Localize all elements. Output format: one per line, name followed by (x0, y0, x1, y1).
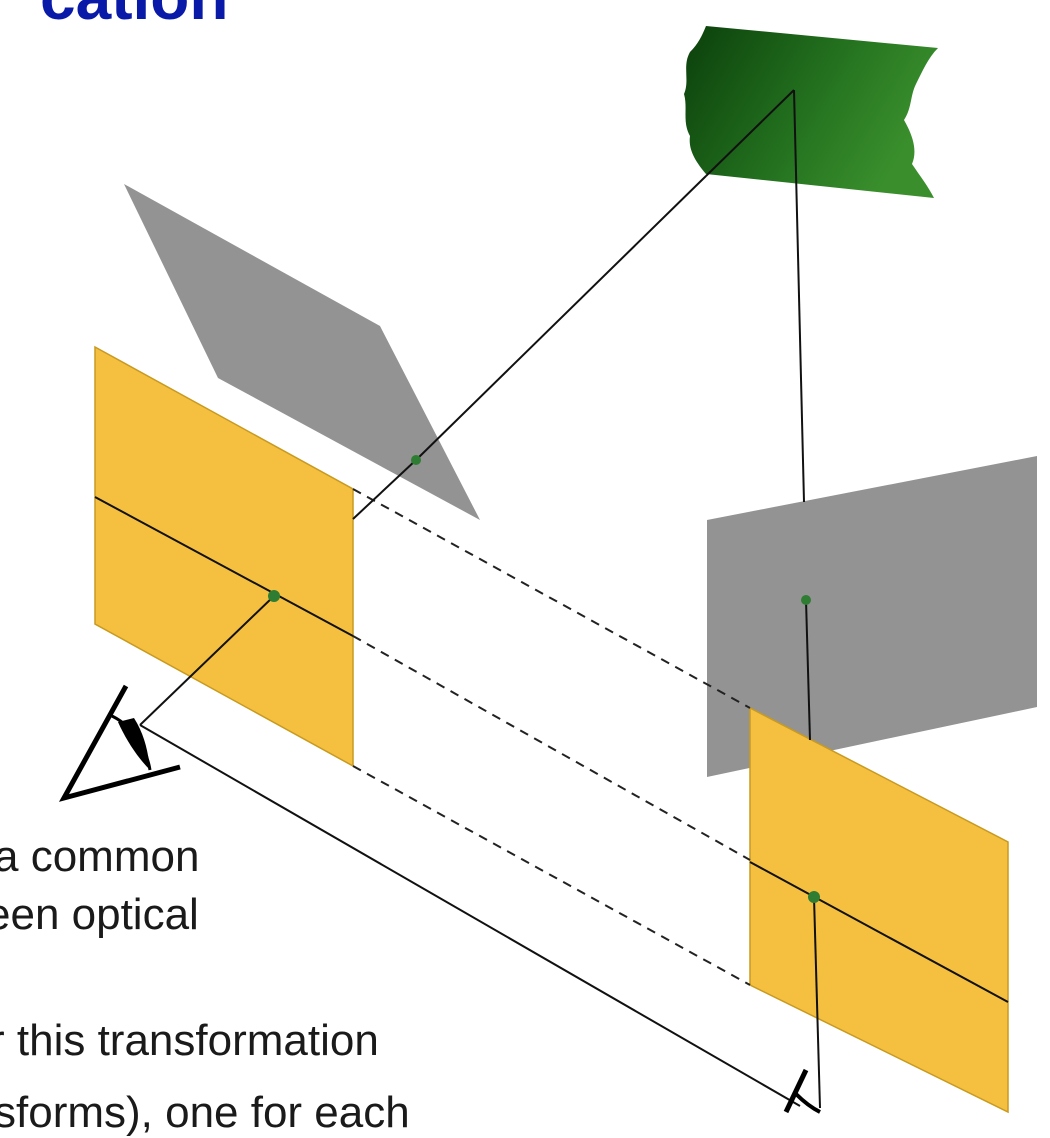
right-ray-through-plane (805, 599, 811, 741)
right-epipolar-line (749, 861, 1009, 1003)
scene-object (684, 26, 938, 198)
dashed-line-middle (352, 635, 751, 861)
left-rectified-point (268, 590, 280, 602)
right-original-image-plane (707, 456, 1037, 777)
baseline (139, 724, 801, 1107)
eye-icon (783, 1068, 821, 1114)
left-ray-between-planes (352, 459, 417, 520)
right-rectified-point (808, 891, 820, 903)
body-text-line: een optical (0, 890, 199, 939)
right-ray-to-camera (813, 896, 821, 1109)
left-original-image-plane (124, 184, 480, 520)
body-text-line: r this transformation (0, 1016, 379, 1065)
dashed-line-top (352, 488, 751, 709)
projection-rays (139, 89, 821, 1109)
left-ray-scene (415, 175, 707, 461)
left-ray-to-camera (139, 595, 275, 726)
right-original-point (801, 595, 811, 605)
scene-diagonal (705, 89, 795, 177)
slide-title-fragment: cation (40, 0, 228, 34)
body-text-line: a common (0, 832, 200, 881)
left-epipolar-line (94, 496, 354, 637)
right-ray-scene (793, 89, 805, 503)
right-rectified-image-plane (749, 706, 1009, 1114)
dashed-line-bottom (352, 765, 751, 986)
left-original-point (411, 455, 421, 465)
rectification-dashed-lines (352, 488, 751, 986)
body-text-line: sforms), one for each (0, 1088, 410, 1137)
eye-icon (58, 684, 181, 802)
